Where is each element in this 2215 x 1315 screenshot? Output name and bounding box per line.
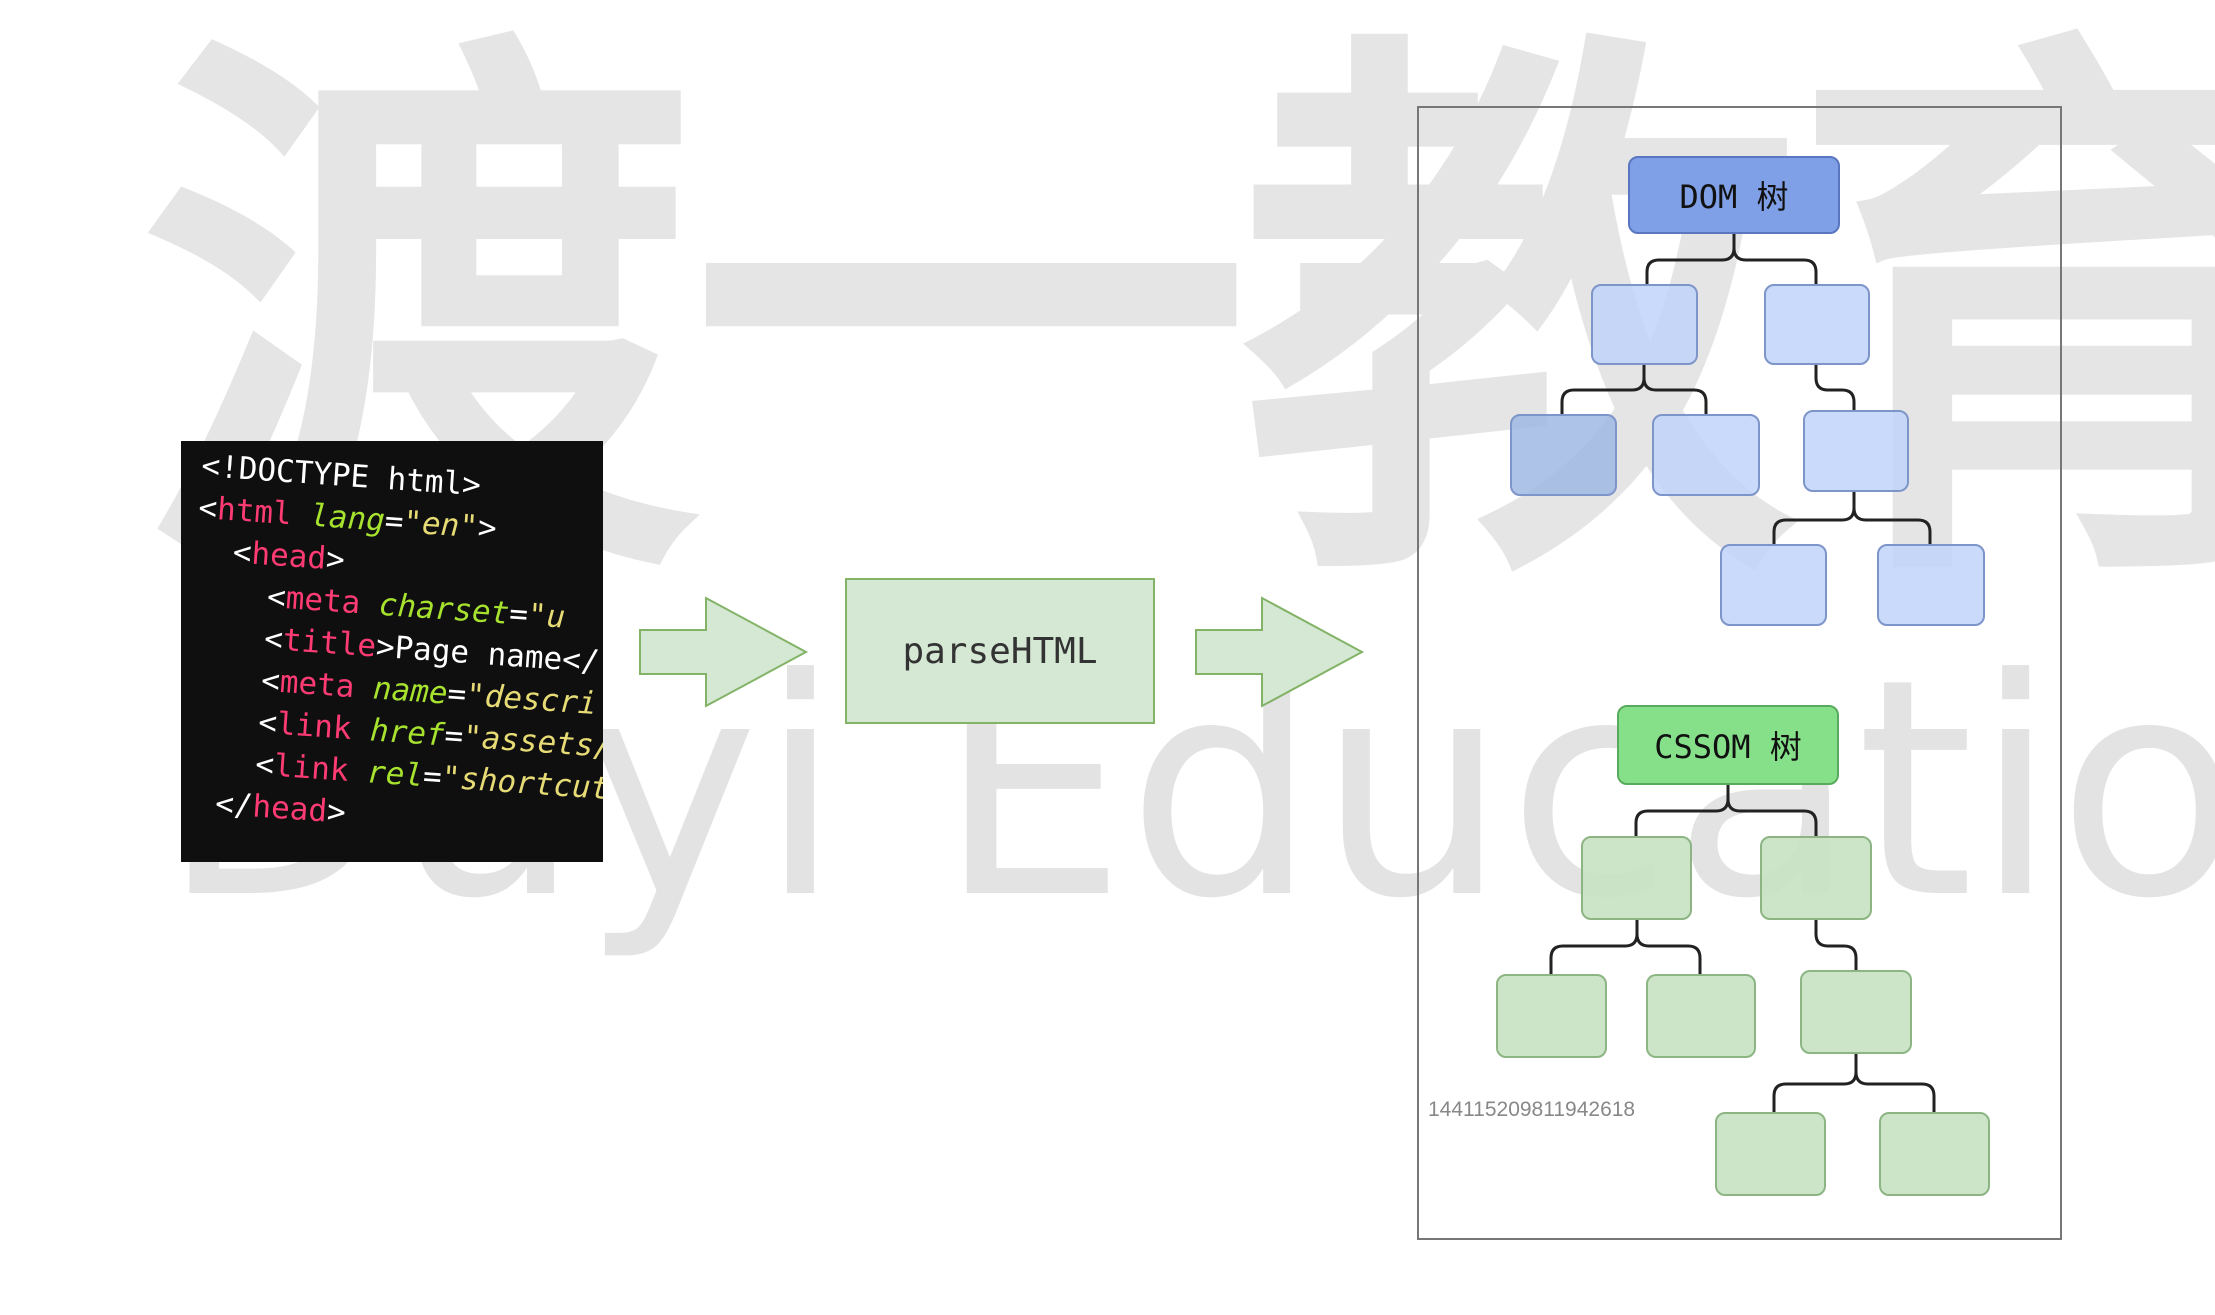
dom-node	[1652, 414, 1760, 496]
cssom-tree-root: CSSOM 树	[1617, 705, 1839, 785]
id-number-text: 144115209811942618	[1428, 1098, 1636, 1121]
output-frame	[1417, 106, 2062, 1240]
cssom-node	[1496, 974, 1607, 1058]
cssom-node	[1760, 836, 1872, 920]
dom-node	[1764, 284, 1870, 365]
dom-node	[1803, 410, 1909, 492]
dom-tree-root: DOM 树	[1628, 156, 1840, 234]
cssom-node	[1879, 1112, 1990, 1196]
cssom-node	[1646, 974, 1756, 1058]
cssom-node	[1581, 836, 1692, 920]
dom-node	[1720, 544, 1827, 626]
cssom-node	[1800, 970, 1912, 1054]
dom-node	[1591, 284, 1698, 365]
dom-node	[1877, 544, 1985, 626]
html-code-image: <!DOCTYPE html> <html lang="en"> <head> …	[181, 441, 603, 862]
cssom-node	[1715, 1112, 1826, 1196]
parse-html-box: parseHTML	[845, 578, 1155, 724]
arrow-right-icon	[639, 596, 809, 708]
dom-node	[1510, 414, 1617, 496]
arrow-right-icon	[1195, 596, 1365, 708]
